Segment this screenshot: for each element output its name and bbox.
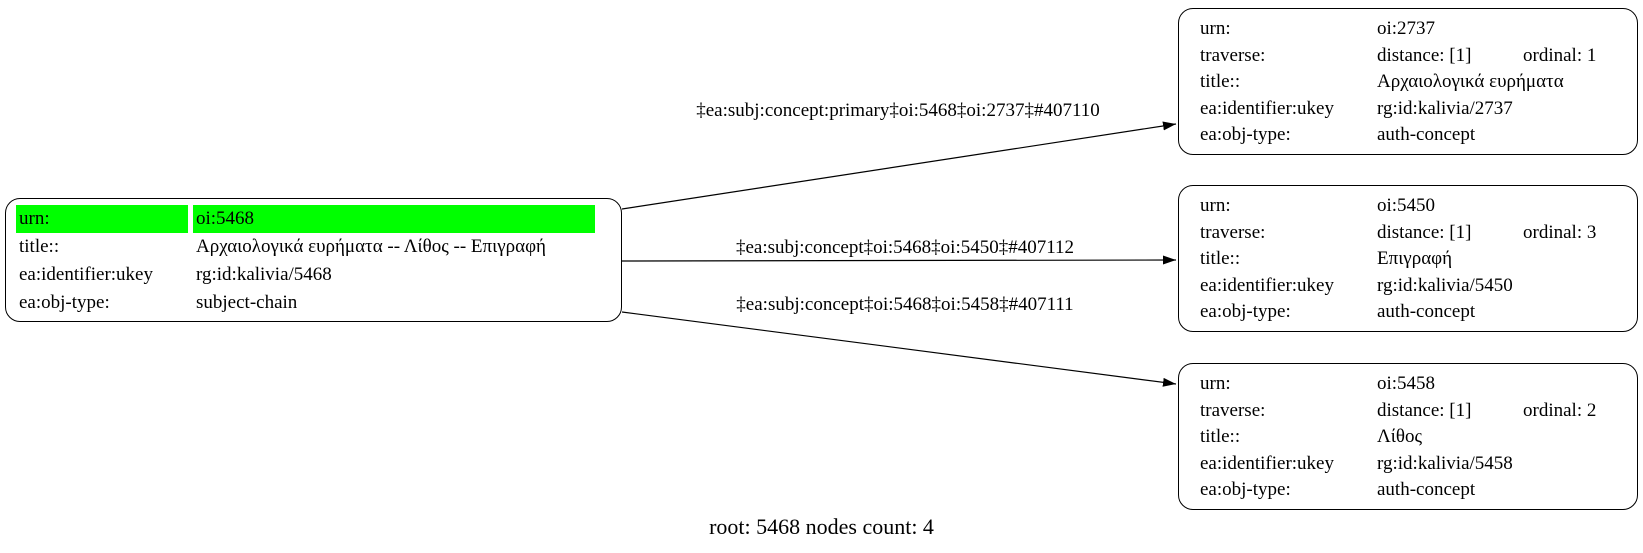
node-concept-2737: urn: oi:2737 traverse: distance: [1] ord… (1178, 8, 1638, 155)
field-label-traverse: traverse: (1200, 221, 1266, 243)
node-concept-5450: urn: oi:5450 traverse: distance: [1] ord… (1178, 185, 1638, 332)
concept-row-urn: urn: oi:2737 (1197, 16, 1629, 43)
concept-obj-type-value: auth-concept (1377, 479, 1476, 500)
graph-caption: root: 5468 nodes count: 4 (709, 514, 934, 539)
field-label-urn: urn: (1200, 18, 1231, 39)
concept-row-obj-type: ea:obj-type: auth-concept (1197, 477, 1629, 504)
concept-row-obj-type: ea:obj-type: auth-concept (1197, 122, 1629, 149)
field-label-obj-type: ea:obj-type: (1200, 479, 1291, 500)
concept-row-urn: urn: oi:5458 (1197, 371, 1629, 398)
field-label-urn: urn: (16, 205, 188, 233)
concept-row-ukey: ea:identifier:ukey rg:id:kalivia/5450 (1197, 273, 1629, 300)
concept-ukey-value: rg:id:kalivia/5458 (1377, 452, 1513, 474)
field-label-obj-type: ea:obj-type: (19, 292, 110, 313)
root-ukey-value: rg:id:kalivia/5468 (196, 264, 332, 285)
field-label-urn: urn: (1200, 373, 1231, 394)
concept-traverse-value: distance: [1] ordinal: 2 (1374, 398, 1629, 425)
field-label-obj-type: ea:obj-type: (1200, 124, 1291, 145)
field-label-ukey: ea:identifier:ukey (1200, 274, 1334, 296)
field-label-title: title:: (1200, 248, 1241, 269)
root-urn-value: oi:5468 (193, 205, 595, 233)
field-label-ukey: ea:identifier:ukey (1200, 452, 1334, 474)
root-row-urn: urn: oi:5468 (16, 205, 595, 233)
concept-row-traverse: traverse: distance: [1] ordinal: 2 (1197, 398, 1629, 425)
concept-ukey-value: rg:id:kalivia/2737 (1377, 97, 1513, 119)
concept-title-value: Επιγραφή (1377, 248, 1453, 269)
edge-label-concept-5458: ‡ea:subj:concept‡oi:5468‡oi:5458‡#407111 (736, 294, 1074, 315)
traverse-ordinal: ordinal: 2 (1523, 399, 1597, 421)
root-row-ukey: ea:identifier:ukey rg:id:kalivia/5468 (16, 261, 595, 289)
field-label-title: title:: (1200, 426, 1241, 447)
concept-row-title: title:: Λίθος (1197, 424, 1629, 451)
field-label-ukey: ea:identifier:ukey (19, 264, 153, 285)
concept-obj-type-value: auth-concept (1377, 301, 1476, 322)
root-title-value: Αρχαιολογικά ευρήματα -- Λίθος -- Επιγρα… (196, 236, 546, 257)
concept-title-value: Αρχαιολογικά ευρήματα (1377, 71, 1564, 92)
field-label-traverse: traverse: (1200, 399, 1266, 421)
traverse-ordinal: ordinal: 1 (1523, 44, 1597, 66)
concept-urn-value: oi:5450 (1377, 195, 1436, 216)
field-label-title: title:: (19, 236, 60, 257)
field-label-obj-type: ea:obj-type: (1200, 301, 1291, 322)
concept-row-traverse: traverse: distance: [1] ordinal: 3 (1197, 220, 1629, 247)
root-row-obj-type: ea:obj-type: subject-chain (16, 289, 595, 317)
edge-label-primary-2737: ‡ea:subj:concept:primary‡oi:5468‡oi:2737… (696, 100, 1100, 121)
root-obj-type-value: subject-chain (196, 292, 298, 313)
root-row-title: title:: Αρχαιολογικά ευρήματα -- Λίθος -… (16, 233, 595, 261)
concept-obj-type-value: auth-concept (1377, 124, 1476, 145)
field-label-ukey: ea:identifier:ukey (1200, 97, 1334, 119)
concept-row-urn: urn: oi:5450 (1197, 193, 1629, 220)
edge-line-concept-5450 (621, 255, 1177, 265)
concept-urn-value: oi:2737 (1377, 18, 1436, 39)
concept-traverse-value: distance: [1] ordinal: 3 (1374, 220, 1629, 247)
concept-row-ukey: ea:identifier:ukey rg:id:kalivia/2737 (1197, 96, 1629, 123)
concept-row-ukey: ea:identifier:ukey rg:id:kalivia/5458 (1197, 451, 1629, 478)
concept-row-title: title:: Επιγραφή (1197, 246, 1629, 273)
edge-label-concept-5450: ‡ea:subj:concept‡oi:5468‡oi:5450‡#407112 (735, 237, 1075, 258)
concept-ukey-value: rg:id:kalivia/5450 (1377, 274, 1513, 296)
node-concept-5458: urn: oi:5458 traverse: distance: [1] ord… (1178, 363, 1638, 510)
traverse-distance: distance: [1] (1377, 399, 1472, 421)
field-label-traverse: traverse: (1200, 44, 1266, 66)
concept-title-value: Λίθος (1377, 426, 1423, 447)
edge-line-primary-2737 (621, 121, 1177, 210)
concept-urn-value: oi:5458 (1377, 373, 1436, 394)
field-label-title: title:: (1200, 71, 1241, 92)
edge-line-concept-5458 (621, 311, 1177, 387)
node-root-5468: urn: oi:5468 title:: Αρχαιολογικά ευρήμα… (5, 198, 622, 322)
traverse-distance: distance: [1] (1377, 221, 1472, 243)
traverse-ordinal: ordinal: 3 (1523, 221, 1597, 243)
concept-row-obj-type: ea:obj-type: auth-concept (1197, 299, 1629, 326)
field-label-urn: urn: (1200, 195, 1231, 216)
concept-row-traverse: traverse: distance: [1] ordinal: 1 (1197, 43, 1629, 70)
traverse-distance: distance: [1] (1377, 44, 1472, 66)
concept-row-title: title:: Αρχαιολογικά ευρήματα (1197, 69, 1629, 96)
concept-traverse-value: distance: [1] ordinal: 1 (1374, 43, 1629, 70)
